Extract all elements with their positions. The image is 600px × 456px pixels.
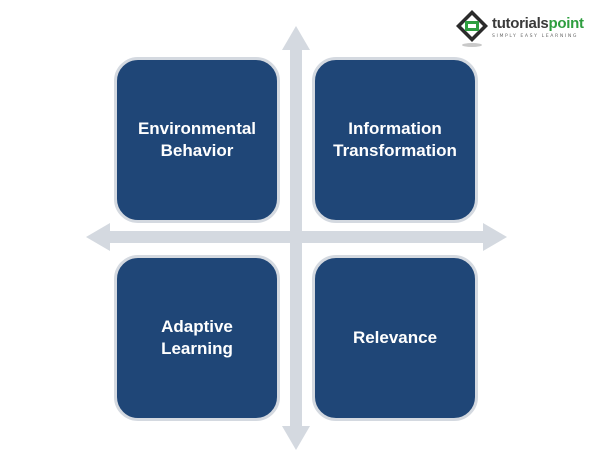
logo-tagline: SIMPLY EASY LEARNING	[492, 34, 579, 39]
quadrant-adaptive-learning: Adaptive Learning	[114, 255, 280, 421]
axis-arrow-right	[483, 223, 507, 251]
quadrant-environmental-behavior: Environmental Behavior	[114, 57, 280, 223]
quadrant-information-transformation: Information Transformation	[312, 57, 478, 223]
quadrant-label: Adaptive Learning	[161, 317, 233, 358]
axis-arrow-down	[282, 426, 310, 450]
logo-brand-part1: tutorials	[492, 15, 549, 32]
logo-wordmark: tutorialspoint	[492, 15, 584, 32]
horizontal-axis	[106, 231, 486, 243]
quadrant-label: Relevance	[352, 328, 438, 347]
axis-arrow-up	[282, 26, 310, 50]
logo-brand-part2: point	[548, 15, 584, 32]
tutorialspoint-logo: tutorialspoint SIMPLY EASY LEARNING	[454, 8, 594, 48]
quadrant-relevance: Relevance	[312, 255, 478, 421]
quadrant-label: Environmental Behavior	[137, 119, 257, 160]
axis-arrow-left	[86, 223, 110, 251]
logo-mark-icon	[456, 10, 488, 47]
quadrant-label: Information Transformation	[333, 119, 457, 160]
